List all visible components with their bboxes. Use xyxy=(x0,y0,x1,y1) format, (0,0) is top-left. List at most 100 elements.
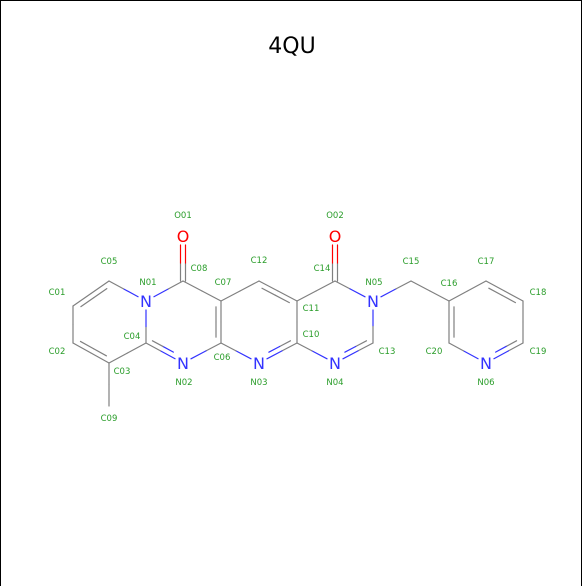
atom-label-n06: N06 xyxy=(477,378,494,388)
atom-symbol-n05: N xyxy=(367,292,379,311)
bond-c12-c11-inner xyxy=(275,294,290,304)
bond-n02-c04 xyxy=(159,350,176,360)
atom-label-c19: C19 xyxy=(530,347,547,357)
atom-label-c20: C20 xyxy=(426,347,443,357)
bond-n04-c10 xyxy=(296,342,313,352)
bond-c07-c12 xyxy=(239,280,260,292)
bond-c10-n03-inner xyxy=(268,345,281,353)
bond-c13-n04 xyxy=(342,350,359,360)
bond-c14-n05 xyxy=(349,288,366,298)
bond-c17-c18 xyxy=(503,290,524,302)
atom-label-c16: C16 xyxy=(441,279,458,289)
bond-c03-c04 xyxy=(126,342,147,354)
atom-label-n01: N01 xyxy=(139,278,156,288)
atom-label-c09: C09 xyxy=(101,414,118,424)
atom-label-o02: O02 xyxy=(326,211,344,221)
bond-c02-c03 xyxy=(90,352,110,364)
bond-c05-c01-inner xyxy=(80,297,95,308)
atom-symbol-n03: N xyxy=(253,354,265,373)
atom-label-c10: C10 xyxy=(303,330,320,340)
atom-label-c12: C12 xyxy=(251,256,268,266)
bond-n02-c04 xyxy=(145,342,162,352)
atom-symbol-layer: N N O N O N N N xyxy=(140,227,492,373)
bond-n03-c06 xyxy=(220,342,237,352)
atom-label-c17: C17 xyxy=(478,257,495,267)
bond-c10-n03 xyxy=(281,342,298,352)
bond-c16-c17 xyxy=(466,280,487,292)
bond-n05-c15 xyxy=(395,280,412,290)
bond-n06-c20 xyxy=(448,342,465,352)
atom-symbol-n01: N xyxy=(140,292,152,311)
bond-c19-n06 xyxy=(493,350,510,360)
bond-c10-n03 xyxy=(266,350,283,360)
atom-symbol-n06: N xyxy=(480,354,492,373)
bond-n02-c04-inner xyxy=(151,340,164,348)
atom-symbol-n04: N xyxy=(329,354,341,373)
bond-c19-n06 xyxy=(507,342,524,352)
bond-c15-c16 xyxy=(429,290,450,302)
bond-c16-c17 xyxy=(448,290,469,302)
bond-c08-c07 xyxy=(182,280,203,292)
atom-label-n02: N02 xyxy=(175,378,192,388)
atom-label-c11: C11 xyxy=(303,304,320,314)
bond-c13-n04-inner xyxy=(355,340,368,348)
bond-c10-n03-inner xyxy=(279,340,292,348)
bond-c15-c16 xyxy=(410,280,431,292)
atom-label-n05: N05 xyxy=(365,278,382,288)
atom-label-c07: C07 xyxy=(215,278,232,288)
atom-symbol-n02: N xyxy=(177,354,189,373)
bond-c13-n04-inner xyxy=(344,345,357,353)
atom-label-c06: C06 xyxy=(214,353,231,363)
bond-c12-c11 xyxy=(258,280,279,292)
bond-c19-n06-inner xyxy=(505,340,518,348)
atom-label-c08: C08 xyxy=(191,264,208,274)
bond-c12-c11 xyxy=(277,290,298,302)
atom-label-o01: O01 xyxy=(174,211,192,221)
bond-n01-c08 xyxy=(167,280,184,290)
bond-c19-n06-inner xyxy=(495,345,507,353)
atom-label-n04: N04 xyxy=(326,378,343,388)
bond-c17-c18-inner xyxy=(501,294,517,304)
bond-n01-c05 xyxy=(108,280,125,290)
bond-c17-c18 xyxy=(485,280,506,292)
bond-c06-n02 xyxy=(205,342,222,352)
bond-n05-c15 xyxy=(380,288,397,298)
atom-label-c15: C15 xyxy=(403,257,420,267)
atom-label-c03: C03 xyxy=(114,367,131,377)
bond-c17-c18-inner xyxy=(488,287,503,296)
bond-c02-c03-inner xyxy=(92,348,107,357)
bond-c13-n04 xyxy=(357,342,374,352)
atom-label-c01: C01 xyxy=(49,288,66,298)
atom-symbol-o02: O xyxy=(329,227,342,246)
atom-label-c14: C14 xyxy=(314,264,331,274)
atom-label-c13: C13 xyxy=(379,347,396,357)
atom-symbol-o01: O xyxy=(177,227,190,246)
bond-n03-c06 xyxy=(235,350,252,360)
atom-label-c04: C04 xyxy=(124,332,141,342)
bond-n04-c10 xyxy=(311,350,328,360)
bond-c14-n05 xyxy=(334,280,351,290)
bond-c02-c03-inner xyxy=(79,340,95,350)
bond-n06-c20 xyxy=(462,350,479,360)
bond-c06-n02 xyxy=(190,350,207,360)
bond-c02-c03 xyxy=(72,342,92,354)
bond-n02-c04-inner xyxy=(162,345,174,353)
bond-c05-c01-inner xyxy=(93,288,108,299)
atom-label-n03: N03 xyxy=(250,378,267,388)
bond-c03-c04 xyxy=(108,352,129,364)
atom-label-c18: C18 xyxy=(530,288,547,298)
bond-c11-c14 xyxy=(315,280,336,292)
bond-n01-c05 xyxy=(122,288,139,298)
bond-n01-c08 xyxy=(153,288,170,298)
atom-label-c02: C02 xyxy=(49,347,66,357)
bond-c05-c01 xyxy=(72,292,92,307)
atom-label-c05: C05 xyxy=(101,257,118,267)
bond-c12-c11-inner xyxy=(261,287,277,297)
bond-c07-c12 xyxy=(220,290,241,302)
bond-c08-c07 xyxy=(201,290,222,302)
diagram-title: 4QU xyxy=(268,34,315,59)
bond-c11-c14 xyxy=(296,290,317,302)
